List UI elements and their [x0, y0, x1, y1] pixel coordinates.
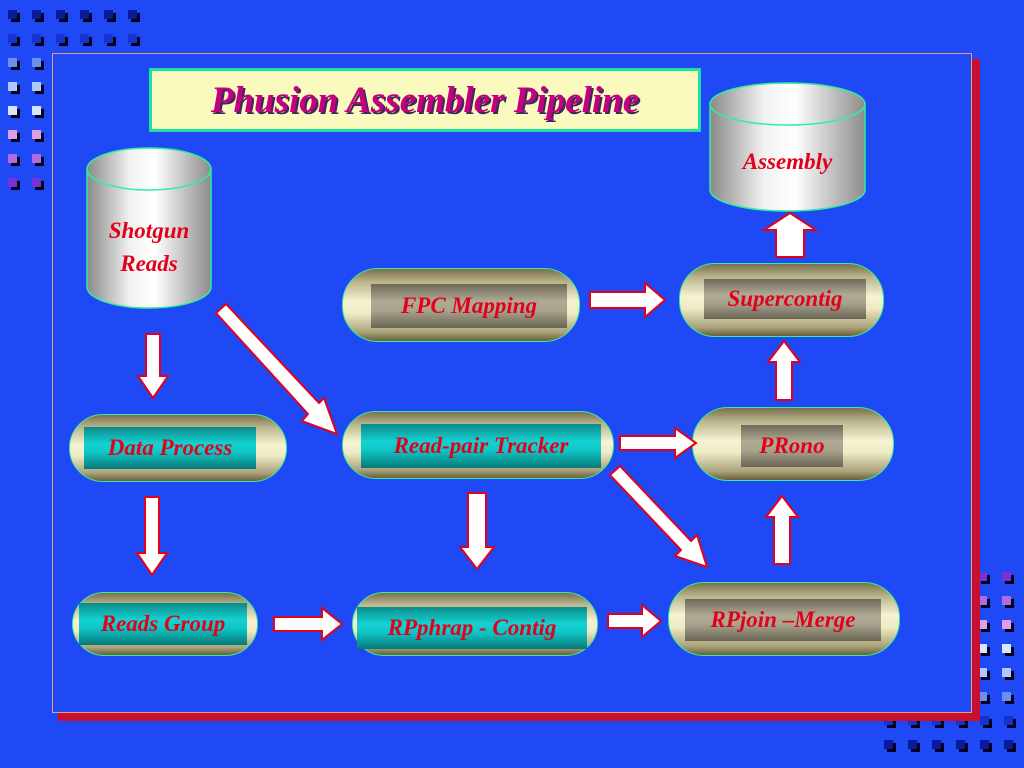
data-process-node: Data Process: [69, 414, 287, 482]
deco-square: [32, 34, 44, 46]
deco-square: [932, 740, 944, 752]
deco-square: [56, 10, 68, 22]
supercontig-label: Supercontig: [704, 279, 866, 319]
deco-square: [980, 716, 992, 728]
deco-square: [8, 10, 20, 22]
arrow-dataprocess-to-readsgroup: [135, 496, 169, 577]
deco-square: [1004, 740, 1016, 752]
rpjoin-merge-label: RPjoin –Merge: [685, 599, 881, 641]
shotgun-reads-cylinder: Shotgun Reads: [86, 147, 212, 309]
deco-square: [32, 130, 44, 142]
deco-square: [8, 82, 20, 94]
deco-square: [980, 740, 992, 752]
arrow-prono-to-supercontig: [765, 339, 803, 401]
deco-square: [56, 34, 68, 46]
rpphrap-contig-node: RPphrap - Contig: [352, 592, 598, 656]
shotgun-label-line1: Shotgun: [108, 218, 190, 243]
deco-square: [32, 154, 44, 166]
arrow-rpphrap-to-rpjoin: [607, 602, 663, 640]
read-pair-tracker-label: Read-pair Tracker: [361, 424, 601, 468]
deco-square: [128, 10, 140, 22]
arrow-readpair-to-rpphrap: [457, 492, 497, 571]
deco-square: [1002, 572, 1014, 584]
deco-square: [80, 34, 92, 46]
deco-square: [978, 644, 990, 656]
deco-square: [978, 620, 990, 632]
arrow-readpair-to-prono: [619, 426, 698, 460]
arrow-readpair-to-rpjoin: [608, 464, 709, 569]
arrow-rpjoin-to-prono: [763, 494, 801, 565]
deco-square: [104, 34, 116, 46]
supercontig-node: Supercontig: [679, 263, 884, 337]
deco-square: [978, 572, 990, 584]
reads-group-node: Reads Group: [72, 592, 258, 656]
deco-square: [128, 34, 140, 46]
fpc-mapping-node: FPC Mapping: [342, 268, 580, 342]
prono-node: PRono: [692, 407, 894, 481]
fpc-mapping-label: FPC Mapping: [371, 284, 567, 328]
deco-square: [8, 34, 20, 46]
deco-square: [32, 82, 44, 94]
deco-square: [908, 740, 920, 752]
rpphrap-contig-label: RPphrap - Contig: [357, 607, 587, 649]
deco-square: [104, 10, 116, 22]
deco-square: [8, 130, 20, 142]
deco-square: [1002, 644, 1014, 656]
deco-square: [1002, 620, 1014, 632]
reads-group-label: Reads Group: [79, 603, 247, 645]
deco-square: [978, 596, 990, 608]
assembly-label: Assembly: [742, 149, 833, 174]
arrow-readsgroup-to-rpphrap: [273, 605, 344, 643]
deco-square: [1002, 692, 1014, 704]
deco-square: [32, 178, 44, 190]
deco-square: [8, 154, 20, 166]
title-box: Phusion Assembler Pipeline: [149, 68, 701, 132]
deco-square: [978, 668, 990, 680]
deco-square: [884, 740, 896, 752]
arrow-shotgun-to-dataprocess: [136, 333, 170, 400]
deco-square: [32, 10, 44, 22]
deco-square: [80, 10, 92, 22]
arrow-fpc-to-supercontig: [589, 280, 667, 320]
deco-square: [32, 58, 44, 70]
arrow-supercontig-to-assembly: [760, 211, 820, 258]
rpjoin-merge-node: RPjoin –Merge: [668, 582, 900, 656]
deco-square: [1002, 668, 1014, 680]
deco-square: [8, 58, 20, 70]
arrow-shotgun-to-readpair: [214, 302, 339, 436]
deco-square: [8, 106, 20, 118]
deco-square: [32, 106, 44, 118]
data-process-label: Data Process: [84, 427, 256, 469]
assembly-cylinder: Assembly: [709, 82, 866, 214]
prono-label: PRono: [741, 425, 843, 467]
page-title: Phusion Assembler Pipeline: [210, 79, 640, 121]
deco-square: [978, 692, 990, 704]
deco-square: [956, 740, 968, 752]
deco-square: [1004, 716, 1016, 728]
read-pair-tracker-node: Read-pair Tracker: [342, 411, 614, 479]
deco-square: [1002, 596, 1014, 608]
shotgun-label-line2: Reads: [120, 251, 178, 276]
deco-square: [8, 178, 20, 190]
